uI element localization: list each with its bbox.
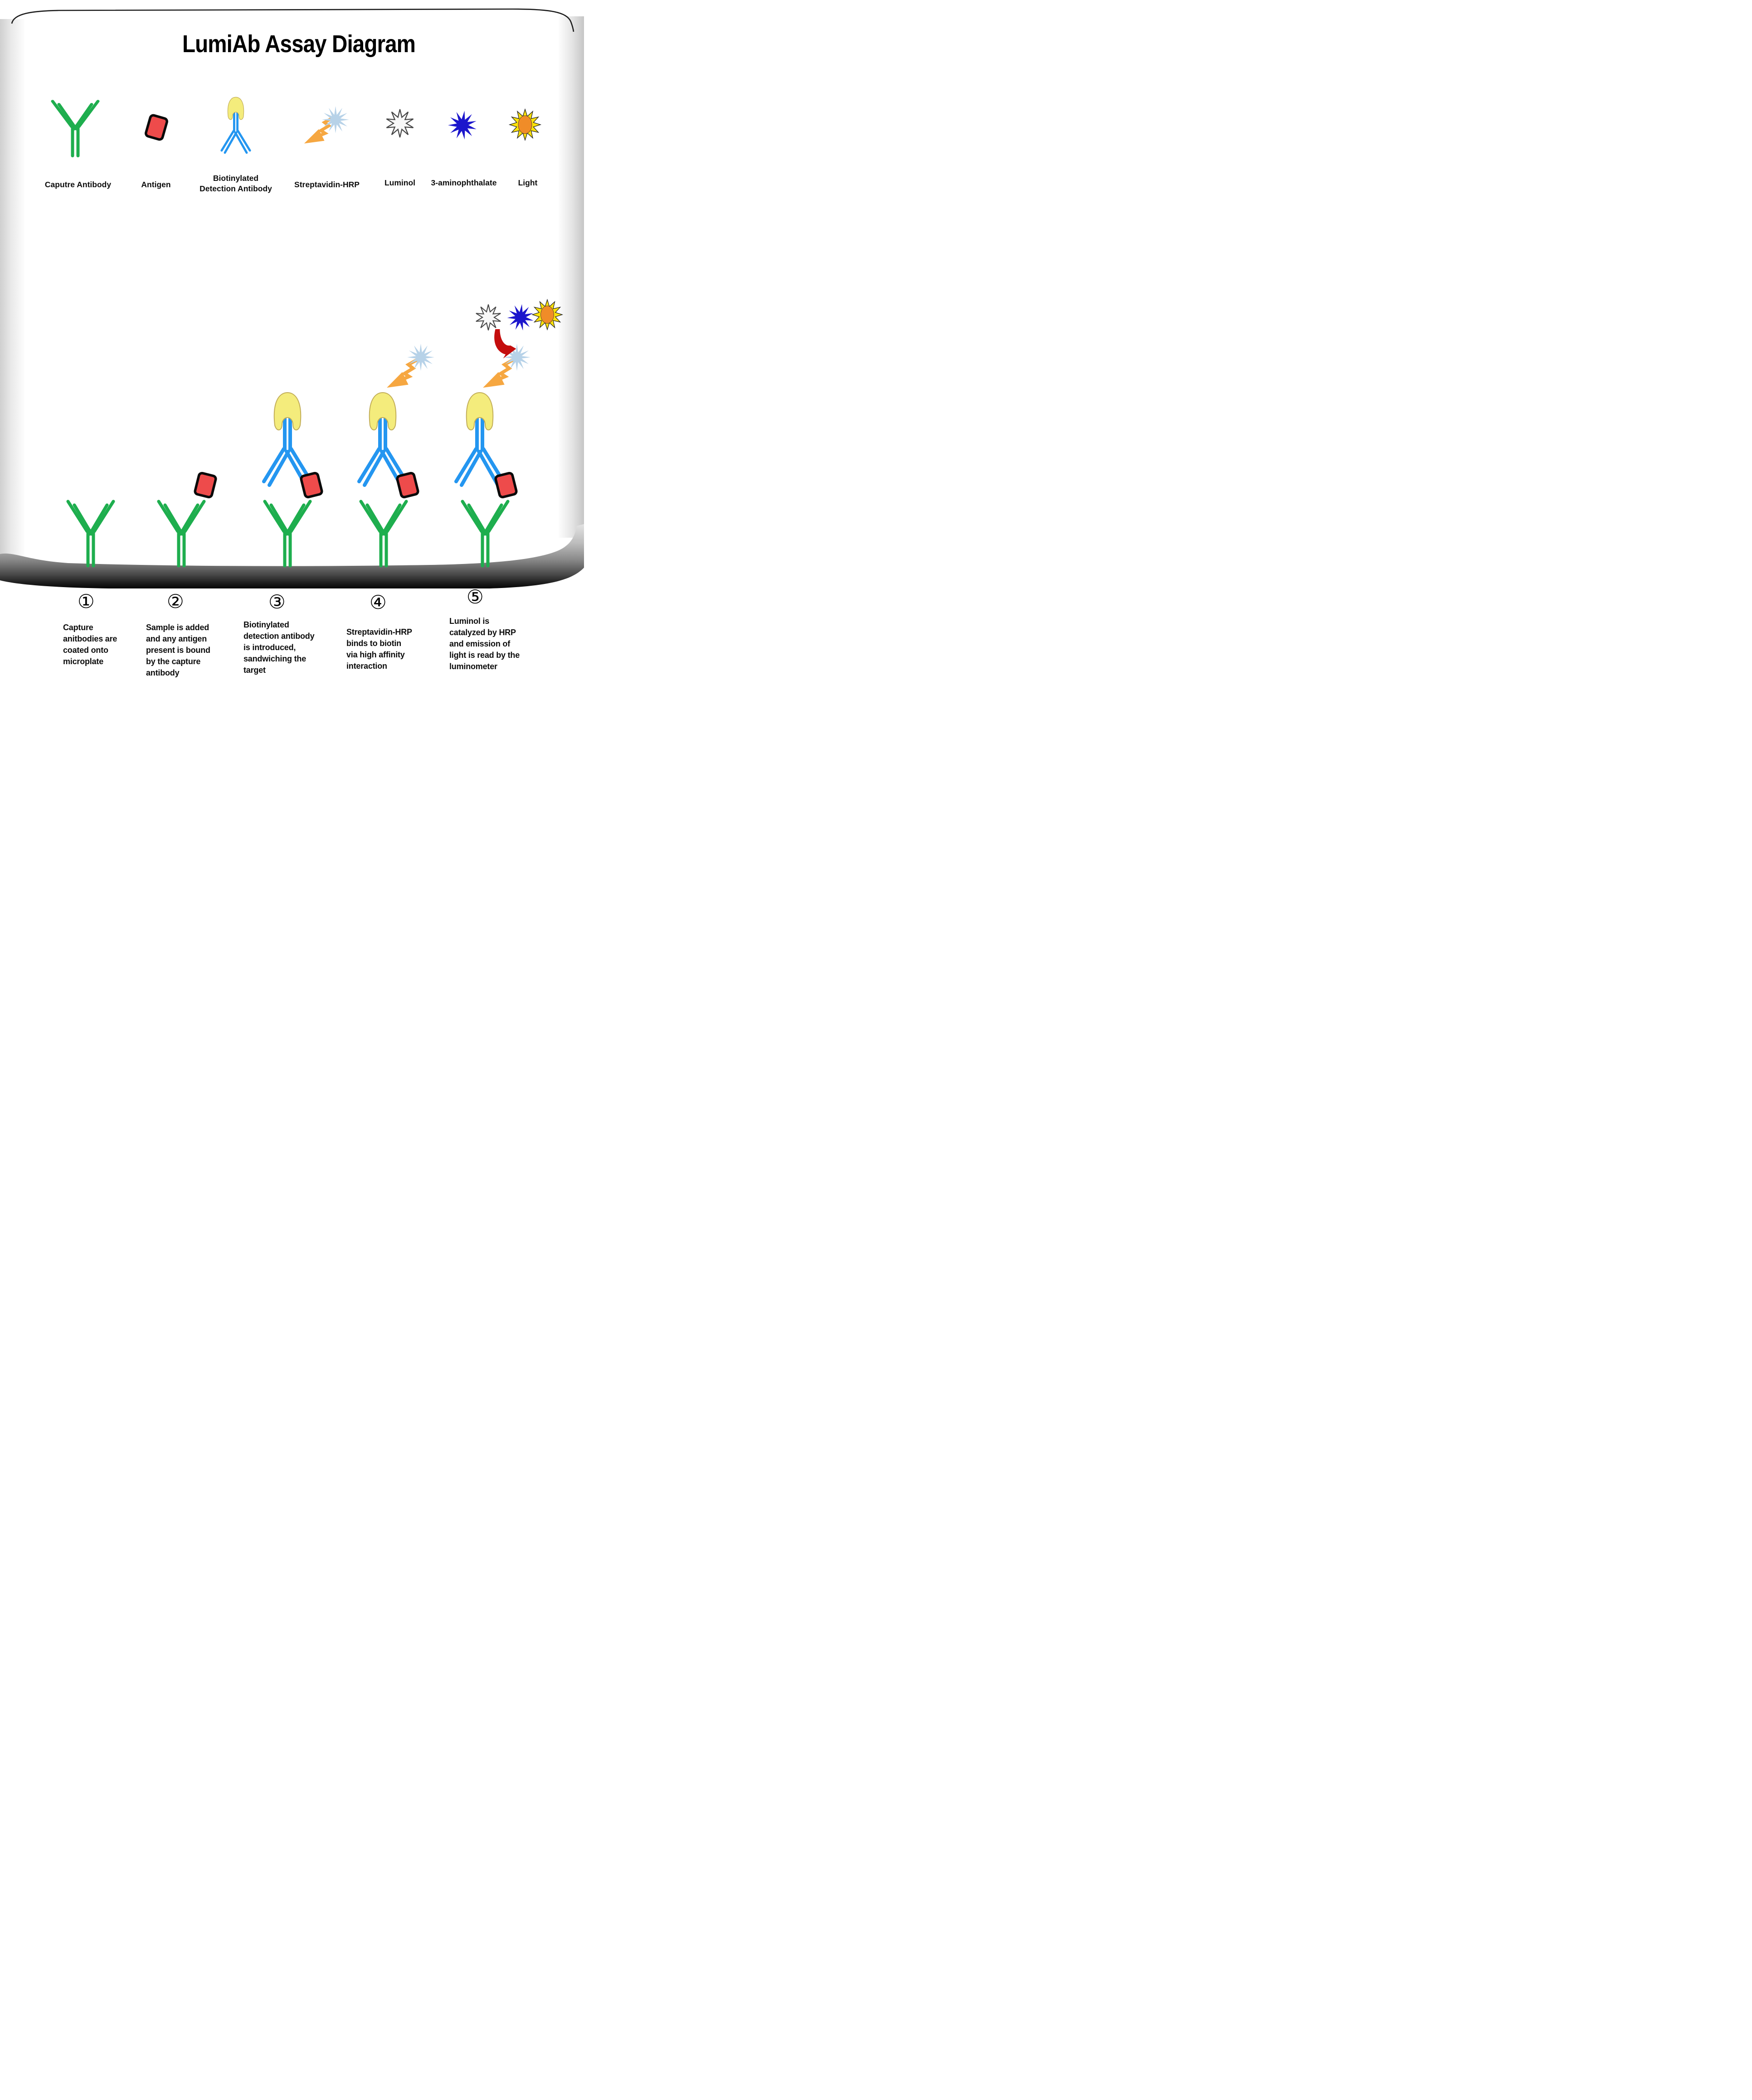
stage5-luminol-icon: [475, 304, 501, 331]
stage4-streptavidin-hrp: [387, 344, 434, 388]
assay-diagram: LumiAb Assay Diagram Caputre Antibody An…: [0, 0, 584, 700]
stage3-antigen: [301, 472, 322, 498]
step-caption-3: Biotinylated detection antibody is intro…: [243, 620, 315, 675]
step-number-2: ②: [167, 590, 184, 612]
microplate-surface: [0, 524, 584, 588]
stage5-detection-antibody: [456, 393, 503, 485]
stage1-capture-antibody: [68, 501, 113, 566]
stage4-detection-antibody: [359, 393, 406, 485]
container-top-edge: [11, 8, 574, 32]
streptavidin-hrp-icon: [304, 106, 349, 144]
biotinylated-detection-antibody-icon: [222, 97, 250, 152]
legend-label-luminol: Luminol: [384, 178, 416, 187]
page-title: LumiAb Assay Diagram: [182, 30, 416, 58]
legend-label-light: Light: [518, 178, 538, 187]
plate-left-wall: [0, 19, 24, 568]
step-caption-5: Luminol is catalyzed by HRP and emission…: [449, 617, 520, 671]
stage5-antigen: [495, 472, 517, 498]
legend-label-biotinylated-detection-antibody: Biotinylated Detection Antibody: [200, 174, 272, 193]
step-number-1: ①: [78, 590, 95, 612]
step-caption-1: Capture anitbodies are coated onto micro…: [63, 623, 117, 666]
legend-label-antigen: Antigen: [141, 180, 171, 189]
stage4-antigen: [397, 472, 419, 498]
step-number-5: ⑤: [467, 586, 484, 608]
luminol-icon: [386, 108, 414, 138]
diagram-scene: [0, 8, 584, 588]
aminophthalate-icon: [446, 108, 479, 141]
legend-label-streptavidin-hrp: Streptavidin-HRP: [294, 180, 360, 189]
stage2-capture-antibody: [159, 501, 204, 566]
stage4-capture-antibody: [361, 501, 406, 566]
light-icon: [509, 109, 541, 141]
legend-label-capture-antibody: Caputre Antibody: [44, 180, 112, 189]
stage3-capture-antibody: [265, 501, 310, 566]
step-number-3: ③: [268, 591, 286, 613]
stage2-antigen: [195, 472, 216, 498]
stage5-aminophthalate-icon: [506, 302, 535, 332]
antigen-icon: [145, 115, 168, 141]
stage5-light-icon: [532, 299, 563, 330]
step-caption-2: Sample is added and any antigen present …: [146, 623, 210, 677]
stage3-detection-antibody: [264, 393, 311, 485]
legend-label-aminophthalate: 3-aminophthalate: [431, 178, 497, 187]
stage5-capture-antibody: [462, 501, 508, 566]
step-number-4: ④: [370, 591, 387, 613]
step-caption-4: Streptavidin-HRP binds to biotin via hig…: [346, 627, 412, 671]
capture-antibody-icon: [53, 101, 98, 156]
plate-right-wall: [559, 16, 584, 538]
